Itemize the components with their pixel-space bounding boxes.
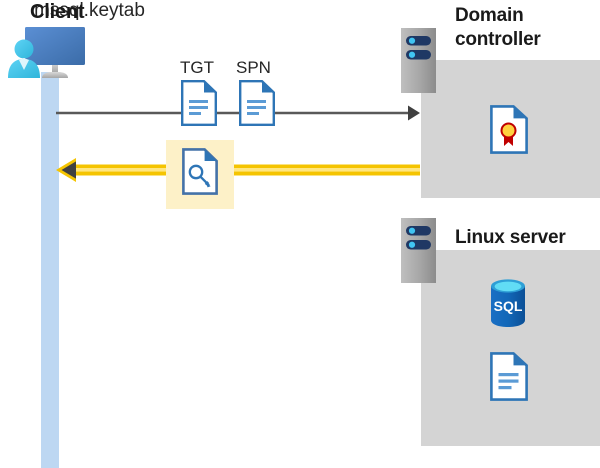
client-workstation-icon	[6, 24, 94, 86]
sql-icon-text: SQL	[494, 298, 523, 314]
spn-document-icon	[239, 80, 275, 126]
tgt-document-icon	[181, 80, 217, 126]
sql-database-icon: SQL	[487, 278, 529, 328]
linux-server-rack-icon	[401, 218, 436, 283]
response-arrow-to-client	[56, 155, 420, 185]
domain-controller-label: Domain controller	[455, 4, 595, 52]
tgt-label: TGT	[180, 58, 214, 77]
request-arrow-to-domain-controller	[56, 104, 420, 122]
keytab-file-label: mssql.keytab	[34, 0, 145, 21]
spn-label: SPN	[236, 58, 271, 77]
domain-controller-label-line2: controller	[455, 29, 541, 50]
keytab-document-icon	[490, 352, 528, 401]
domain-controller-server-icon	[401, 28, 436, 93]
key-document-icon	[182, 148, 218, 195]
linux-server-label: Linux server	[455, 227, 566, 248]
client-label: Client	[30, 1, 85, 23]
client-lifeline	[41, 72, 59, 468]
certificate-document-icon	[490, 105, 528, 154]
domain-controller-label-line1: Domain	[455, 5, 524, 26]
